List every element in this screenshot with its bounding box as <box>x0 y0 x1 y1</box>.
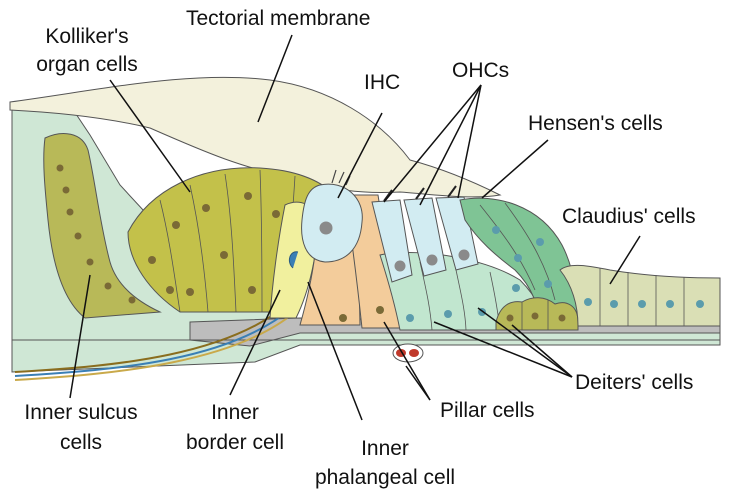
label-deiters-cells: Deiters' cells <box>575 370 693 395</box>
label-ohcs: OHCs <box>452 58 509 83</box>
claudius-cells <box>560 265 720 326</box>
label-inner-border-line1: Inner <box>170 400 300 425</box>
label-inner-sulcus-line1: Inner sulcus <box>6 400 156 425</box>
label-hensens-cells: Hensen's cells <box>528 111 663 136</box>
label-tectorial-membrane: Tectorial membrane <box>186 6 370 31</box>
blood-vessel <box>393 344 423 362</box>
label-inner-phalangeal-line2: phalangeal cell <box>300 465 470 490</box>
label-ihc: IHC <box>364 70 400 95</box>
label-kolliker-line1: Kolliker's <box>12 24 162 49</box>
label-pillar-cells: Pillar cells <box>440 398 535 423</box>
label-inner-phalangeal-line1: Inner <box>300 436 470 461</box>
label-inner-sulcus-line2: cells <box>6 430 156 455</box>
label-kolliker-line2: organ cells <box>12 52 162 77</box>
label-claudius-cells: Claudius' cells <box>562 204 696 229</box>
label-inner-border-line2: border cell <box>170 430 300 455</box>
